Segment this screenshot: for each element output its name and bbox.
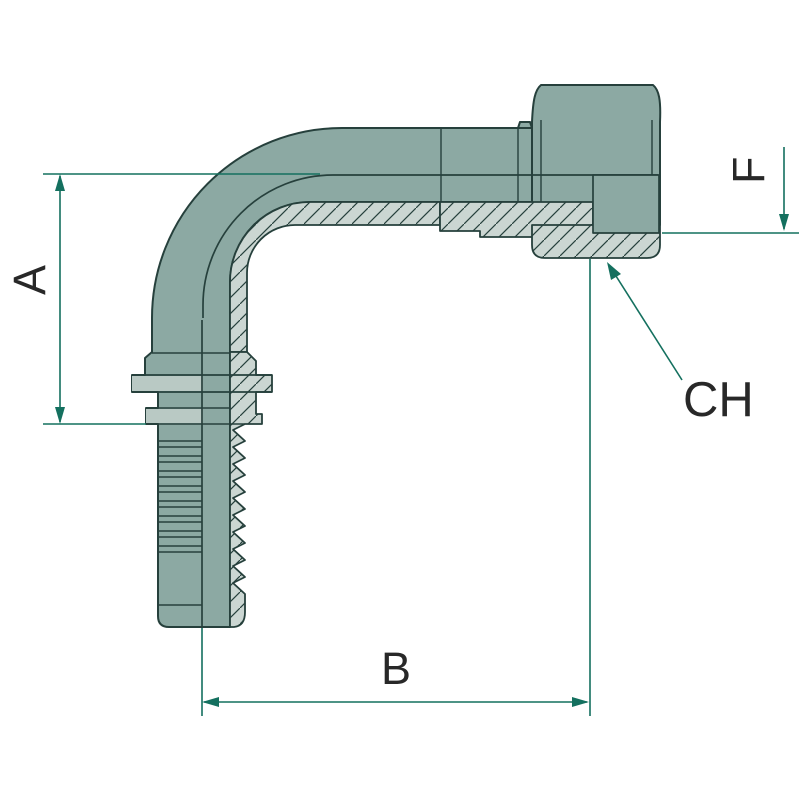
hatch-shank-wall	[229, 351, 273, 628]
ch-label: CH	[683, 373, 754, 427]
dim-a-label: A	[4, 265, 55, 295]
dim-f-arrow-down	[779, 214, 789, 231]
dim-a-arrow-down	[55, 407, 65, 424]
dim-f-label: F	[723, 157, 774, 185]
ch-leader-line	[608, 264, 683, 381]
collar-wide-light	[132, 376, 203, 391]
bore-top-arc	[202, 174, 658, 318]
dim-b-arrow-left	[202, 697, 219, 707]
dimension-a: A	[4, 173, 320, 425]
dimension-f: F	[662, 147, 799, 234]
nut-bore-window	[592, 174, 660, 234]
dimension-ch: CH	[607, 262, 754, 427]
section-hatching	[229, 201, 661, 628]
hose-stop-collars	[132, 376, 203, 423]
sleeve-ring	[517, 121, 533, 129]
dim-b-arrow-right	[572, 697, 589, 707]
barb-rings	[158, 440, 202, 553]
dim-a-arrow-up	[55, 174, 65, 191]
collar-lower-light	[146, 409, 203, 423]
dim-b-label: B	[381, 643, 411, 694]
internal-lines	[132, 128, 658, 627]
hatch-bend-band	[229, 201, 441, 353]
ch-leader-arrow	[607, 262, 621, 280]
dimension-b: B	[201, 259, 591, 716]
